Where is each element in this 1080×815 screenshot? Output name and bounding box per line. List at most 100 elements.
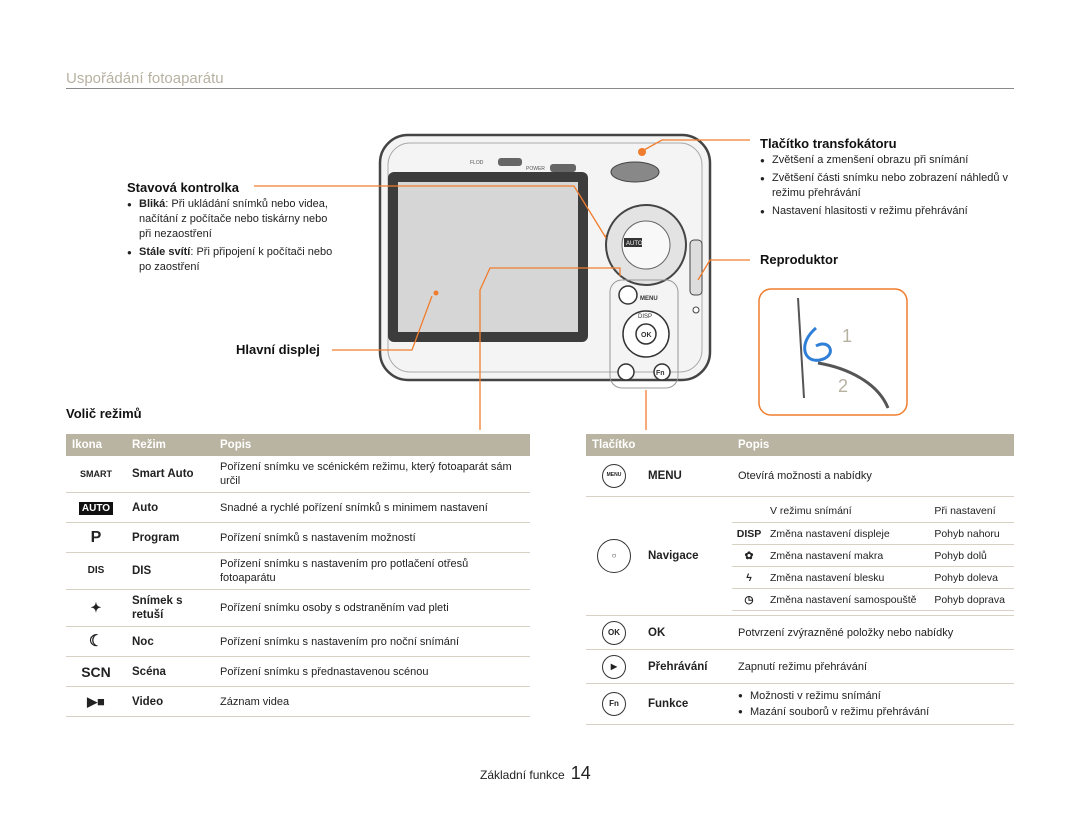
navigation-detail: V režimu snímání Při nastavení DISP Změn… xyxy=(732,496,1014,616)
flod-label: FLOD xyxy=(470,160,484,166)
table-row: ◷ Změna nastavení samospouště Pohyb dopr… xyxy=(732,588,1014,611)
zoom-bullet: Zvětšení části snímku nebo zobrazení náh… xyxy=(760,171,1010,201)
function-bullet: Možnosti v režimu snímání xyxy=(738,688,1008,704)
function-bullet: Mazání souborů v režimu přehrávání xyxy=(738,704,1008,720)
function-bullets: Možnosti v režimu snímání Mazání souborů… xyxy=(738,688,1008,720)
power-label: POWER xyxy=(526,166,545,172)
scene-icon: SCN xyxy=(66,656,126,687)
strap-inset: 1 2 xyxy=(758,288,908,416)
auto-icon-label: AUTO xyxy=(78,501,114,515)
auto-icon: AUTO xyxy=(66,492,126,523)
table-row: OK OK Potvrzení zvýrazněné položky nebo … xyxy=(586,615,1014,650)
status-lamp-bullets: Bliká: Při ukládání snímků nebo videa, n… xyxy=(127,197,337,278)
menu-icon: MENU xyxy=(602,463,626,488)
display-title: Hlavní displej xyxy=(236,342,320,357)
disp-icon: DISP xyxy=(732,522,766,545)
button-description: Možnosti v režimu snímání Mazání souborů… xyxy=(732,683,1014,725)
mode-name: Snímek s retuší xyxy=(126,589,214,627)
header-description: Popis xyxy=(214,434,530,456)
button-name: OK xyxy=(642,615,732,650)
page-number: 14 xyxy=(570,763,591,783)
status-lamp-bold: Bliká xyxy=(139,198,166,210)
setting-action: Pohyb dolů xyxy=(930,544,1014,567)
table-row: DISP Změna nastavení displeje Pohyb naho… xyxy=(732,522,1014,545)
mode-description: Záznam videa xyxy=(214,686,530,717)
mode-table-header: Ikona Režim Popis xyxy=(66,434,530,456)
table-row: ○ Navigace V režimu snímání Při nastaven… xyxy=(586,496,1014,616)
zoom-bullet: Nastavení hlasitosti v režimu přehrávání xyxy=(760,204,1010,219)
mode-dial-title: Volič režimů xyxy=(66,406,142,421)
table-row: V režimu snímání Při nastavení xyxy=(732,500,1014,523)
col-header: V režimu snímání xyxy=(766,500,931,523)
status-lamp-text: : Při připojení k počítači nebo po zaost… xyxy=(139,246,333,273)
macro-icon: ✿ xyxy=(732,544,766,567)
strap-step-1: 1 xyxy=(842,326,852,346)
setting-action: Pohyb doprava xyxy=(930,588,1014,611)
mode-name: Scéna xyxy=(126,656,214,687)
shoot-action: Změna nastavení makra xyxy=(766,544,931,567)
zoom-button-title: Tlačítko transfokátoru xyxy=(760,136,897,151)
night-icon: ☾ xyxy=(66,626,126,657)
table-row: ✿ Změna nastavení makra Pohyb dolů xyxy=(732,544,1014,567)
header-description: Popis xyxy=(732,434,1014,456)
zoom-bullet: Zvětšení a zmenšení obrazu při snímání xyxy=(760,153,1010,168)
ok-label: OK xyxy=(641,332,652,339)
status-lamp-item: Bliká: Při ukládání snímků nebo videa, n… xyxy=(127,197,337,242)
setting-action: Pohyb nahoru xyxy=(930,522,1014,545)
menu-label: MENU xyxy=(640,296,658,302)
dis-icon: DIS xyxy=(66,552,126,590)
status-lamp-title: Stavová kontrolka xyxy=(127,180,239,195)
mode-description: Snadné a rychlé pořízení snímků s minime… xyxy=(214,492,530,523)
mode-description: Pořízení snímků s nastavením možností xyxy=(214,522,530,553)
function-button-icon: Fn xyxy=(586,683,642,725)
zoom-bullets: Zvětšení a zmenšení obrazu při snímání Z… xyxy=(760,153,1010,222)
header-icon: Ikona xyxy=(66,434,126,456)
camera-back-illustration: FLOD POWER AUTO MENU DISP OK Fn xyxy=(378,133,712,389)
mode-name: Noc xyxy=(126,626,214,657)
shoot-action: Změna nastavení blesku xyxy=(766,566,931,589)
button-name: Přehrávání xyxy=(642,649,732,684)
speaker-title: Reproduktor xyxy=(760,252,838,267)
smart-auto-icon: SMART xyxy=(66,456,126,493)
footer-section: Základní funkce xyxy=(480,768,565,782)
timer-icon: ◷ xyxy=(732,588,766,611)
button-description: Otevírá možnosti a nabídky xyxy=(732,456,1014,497)
blank-cell xyxy=(732,500,766,523)
beauty-shot-icon: ✦ xyxy=(66,589,126,627)
navigation-icon: ○ xyxy=(597,538,631,573)
mode-name: Video xyxy=(126,686,214,717)
fn-label: Fn xyxy=(656,370,665,377)
ok-icon: OK xyxy=(602,620,626,645)
disp-label: DISP xyxy=(638,314,652,320)
mode-description: Pořízení snímku s přednastavenou scénou xyxy=(214,656,530,687)
navigation-button-icon: ○ xyxy=(586,496,642,616)
ok-button-icon: OK xyxy=(586,615,642,650)
table-row: Fn Funkce Možnosti v režimu snímání Mazá… xyxy=(586,683,1014,725)
mode-description: Pořízení snímku s nastavením pro potlače… xyxy=(214,552,530,590)
button-description: Zapnutí režimu přehrávání xyxy=(732,649,1014,684)
page-title: Uspořádání fotoaparátu xyxy=(66,70,224,87)
mode-name: Program xyxy=(126,522,214,553)
mode-description: Pořízení snímku s nastavením pro noční s… xyxy=(214,626,530,657)
button-name: Funkce xyxy=(642,683,732,725)
header-mode: Režim xyxy=(126,434,214,456)
mode-name: Auto xyxy=(126,492,214,523)
strap-step-2: 2 xyxy=(838,376,848,396)
button-description: Potvrzení zvýrazněné položky nebo nabídk… xyxy=(732,615,1014,650)
col-header: Při nastavení xyxy=(930,500,1014,523)
table-row: MENU MENU Otevírá možnosti a nabídky xyxy=(586,456,1014,497)
mode-name: DIS xyxy=(126,552,214,590)
table-row: ▶ Přehrávání Zapnutí režimu přehrávání xyxy=(586,649,1014,684)
mode-name: Smart Auto xyxy=(126,456,214,493)
title-rule xyxy=(66,88,1014,89)
navigation-subtable: V režimu snímání Při nastavení DISP Změn… xyxy=(732,500,1014,611)
